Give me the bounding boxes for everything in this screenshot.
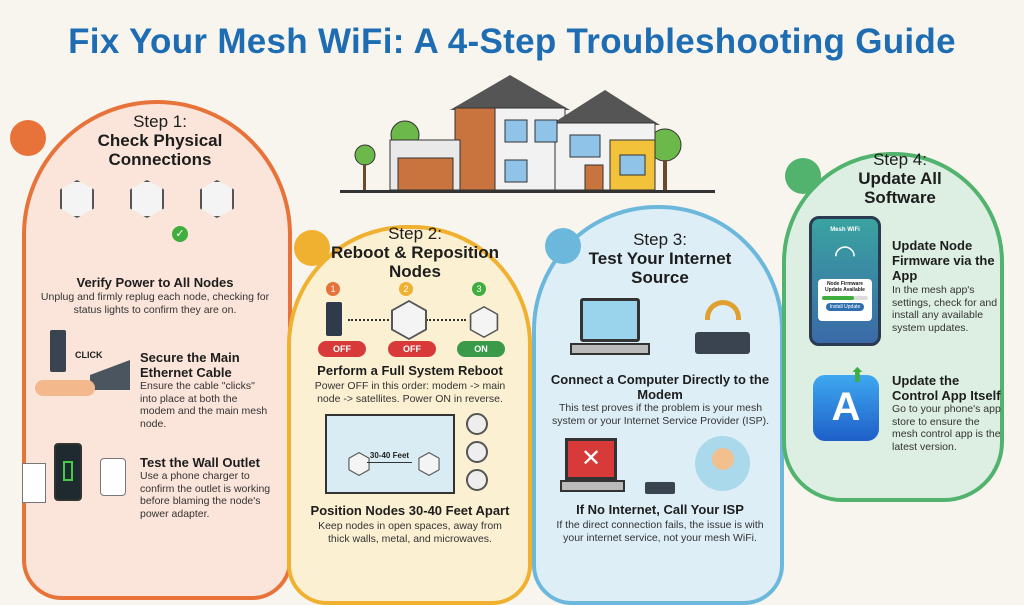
step1-marker: [10, 120, 46, 156]
check-icon: ✓: [172, 226, 188, 242]
firmware-progress-bar: [822, 296, 855, 300]
step3-item1-title: Connect a Computer Directly to the Modem: [550, 372, 770, 402]
step1-item2-text: Ensure the cable "clicks" into place at …: [140, 380, 268, 430]
step4-title: Update All Software: [858, 169, 942, 207]
step2-item2-text: Keep nodes in open spaces, away from thi…: [318, 520, 502, 545]
modem-speed-icon: [695, 300, 750, 360]
step3-label: Step 3:: [633, 230, 687, 249]
step2-title: Reboot & Reposition Nodes: [330, 243, 500, 281]
step4-item2-title: Update the Control App Itself: [892, 373, 1001, 403]
step4-item1-title: Update Node Firmware via the App: [892, 238, 995, 283]
wifi-icon: ◠: [833, 239, 857, 269]
no-appliance-icon: [466, 441, 488, 463]
no-microwave-icon: [466, 469, 488, 491]
step3-item2-title: If No Internet, Call Your ISP: [576, 502, 744, 517]
step3-item1-text: This test proves if the problem is your …: [551, 402, 770, 427]
phone-charger-icon: [22, 443, 132, 523]
error-x-icon: ✕: [565, 438, 617, 480]
no-internet-illustration: ✕: [560, 436, 760, 498]
step2-item1-title: Perform a Full System Reboot: [317, 363, 503, 378]
step1-title: Check Physical Connections: [97, 131, 223, 169]
obstacle-icons: [466, 413, 488, 491]
satellite-toggle[interactable]: ON: [457, 341, 505, 357]
step2-item2-title: Position Nodes 30-40 Feet Apart: [310, 503, 510, 518]
laptop-icon: [570, 298, 650, 358]
step1-item2-title: Secure the Main Ethernet Cable: [140, 350, 240, 380]
step1-header: Step 1: Check Physical Connections: [60, 112, 260, 169]
upload-arrow-icon: ⬆: [849, 365, 866, 387]
step2-header: Step 2: Reboot & Reposition Nodes: [315, 224, 515, 281]
step3-item2-text: If the direct connection fails, the issu…: [556, 519, 764, 544]
main-node-toggle[interactable]: OFF: [388, 341, 436, 357]
step4-marker: [785, 158, 821, 194]
step1-item3-title: Test the Wall Outlet: [140, 455, 260, 470]
step1-panel: [22, 100, 292, 600]
step1-label: Step 1:: [133, 112, 187, 131]
install-update-button[interactable]: Install Update: [826, 303, 864, 311]
floor-plan-illustration: 30-40 Feet: [325, 414, 455, 494]
step2-item1-text: Power OFF in this order: modem -> main n…: [314, 380, 506, 405]
click-label: CLICK: [75, 350, 103, 360]
modem-toggle[interactable]: OFF: [318, 341, 366, 357]
step2-marker: [294, 230, 330, 266]
no-metal-icon: [466, 413, 488, 435]
person-calling-icon: [695, 436, 750, 491]
house-illustration: [340, 75, 715, 193]
step4-header: Step 4: Update All Software: [835, 150, 965, 207]
step3-marker: [545, 228, 581, 264]
app-store-icon: A ⬆: [813, 365, 879, 441]
step1-item1-title: Verify Power to All Nodes: [76, 275, 234, 290]
step4-label: Step 4:: [873, 150, 927, 169]
step4-item1-text: In the mesh app's settings, check for an…: [892, 284, 998, 334]
distance-label: 30-40 Feet: [369, 451, 410, 460]
phone-app-screen: Mesh WiFi ◠ Node Firmware Update Availab…: [809, 216, 881, 346]
step3-title: Test Your Internet Source: [588, 249, 732, 287]
reboot-sequence: 1 2 3: [316, 282, 516, 357]
step1-item1-text: Unplug and firmly replug each node, chec…: [40, 291, 270, 316]
modem-icon: [326, 302, 342, 336]
step3-header: Step 3: Test Your Internet Source: [560, 230, 760, 287]
page-title: Fix Your Mesh WiFi: A 4-Step Troubleshoo…: [68, 22, 956, 61]
step2-label: Step 2:: [388, 224, 442, 243]
step4-item2-text: Go to your phone's app store to ensure t…: [892, 403, 1001, 453]
step1-item3-text: Use a phone charger to confirm the outle…: [140, 470, 271, 520]
ethernet-cable-icon: CLICK: [35, 330, 130, 410]
